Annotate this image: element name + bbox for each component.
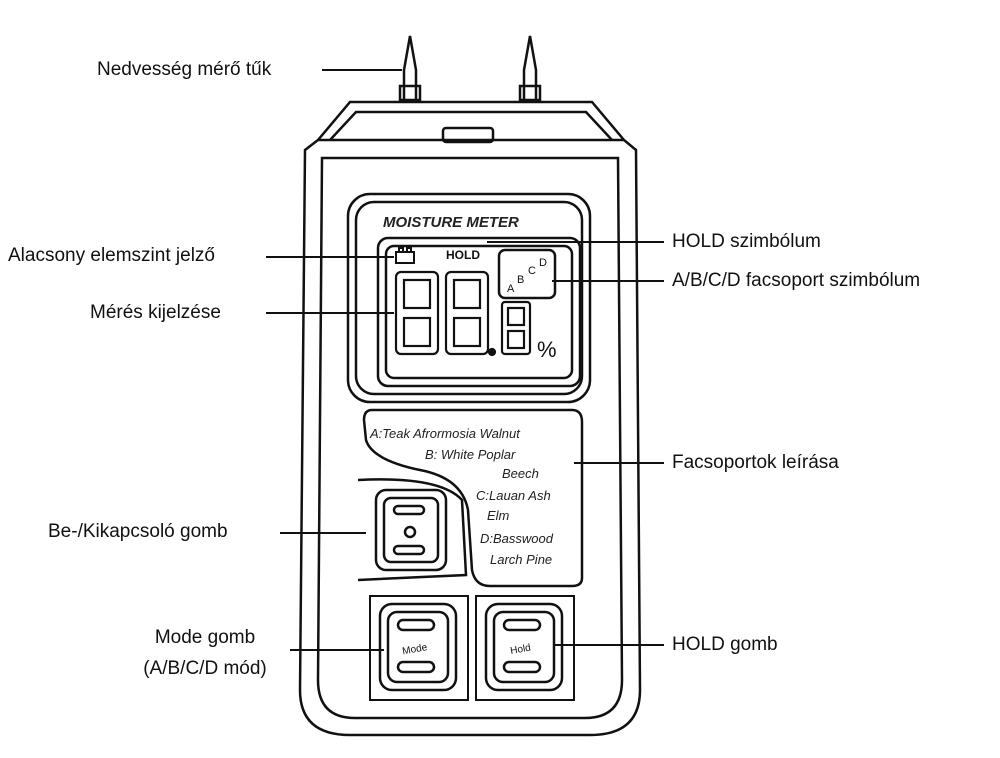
wood-line: B: White Poplar <box>425 447 516 462</box>
label-group-description: Facsoportok leírása <box>672 452 839 473</box>
wood-line: D:Basswood <box>480 531 554 546</box>
label-mode-2: (A/B/C/D mód) <box>143 658 267 679</box>
measuring-pins <box>398 35 542 102</box>
wood-line: Elm <box>487 508 510 523</box>
power-icon <box>403 525 417 539</box>
label-mode-1: Mode gomb <box>154 627 256 648</box>
label-group-symbol: A/B/C/D facsoport szimbólum <box>672 270 921 291</box>
wood-line: C:Lauan Ash <box>476 488 551 503</box>
top-cap <box>317 100 625 141</box>
label-hold-symbol: HOLD szimbólum <box>672 231 821 252</box>
wood-line: A:Teak Afrormosia Walnut <box>369 426 521 441</box>
hold-symbol: HOLD <box>446 248 480 262</box>
wood-line: Larch Pine <box>490 552 552 567</box>
hold-button[interactable]: Hold <box>484 602 564 692</box>
percent-sign: % <box>537 337 557 362</box>
battery-icon <box>395 247 415 264</box>
wood-groups-panel <box>362 408 584 588</box>
hold-button-label: Hold <box>509 643 531 657</box>
wood-line: Beech <box>502 466 539 481</box>
label-power: Be-/Kikapcsoló gomb <box>48 521 228 542</box>
mode-button-label: Mode <box>402 642 429 657</box>
seven-segment-digits <box>394 270 532 357</box>
group-b: B <box>517 274 524 286</box>
group-a: A <box>507 283 515 295</box>
group-c: C <box>528 265 536 277</box>
device-body <box>298 138 642 737</box>
display-bezel <box>346 192 592 404</box>
mode-button[interactable]: Mode <box>378 602 458 692</box>
device-title: MOISTURE METER <box>383 214 519 231</box>
group-symbol-box <box>497 248 557 300</box>
leader-lines <box>266 69 664 651</box>
label-battery: Alacsony elemszint jelző <box>8 245 215 266</box>
group-d: D <box>539 257 547 269</box>
label-hold-button: HOLD gomb <box>672 634 778 655</box>
label-pins: Nedvesség mérő tűk <box>97 59 272 80</box>
label-measurement: Mérés kijelzése <box>90 302 221 323</box>
power-button[interactable] <box>357 478 468 582</box>
